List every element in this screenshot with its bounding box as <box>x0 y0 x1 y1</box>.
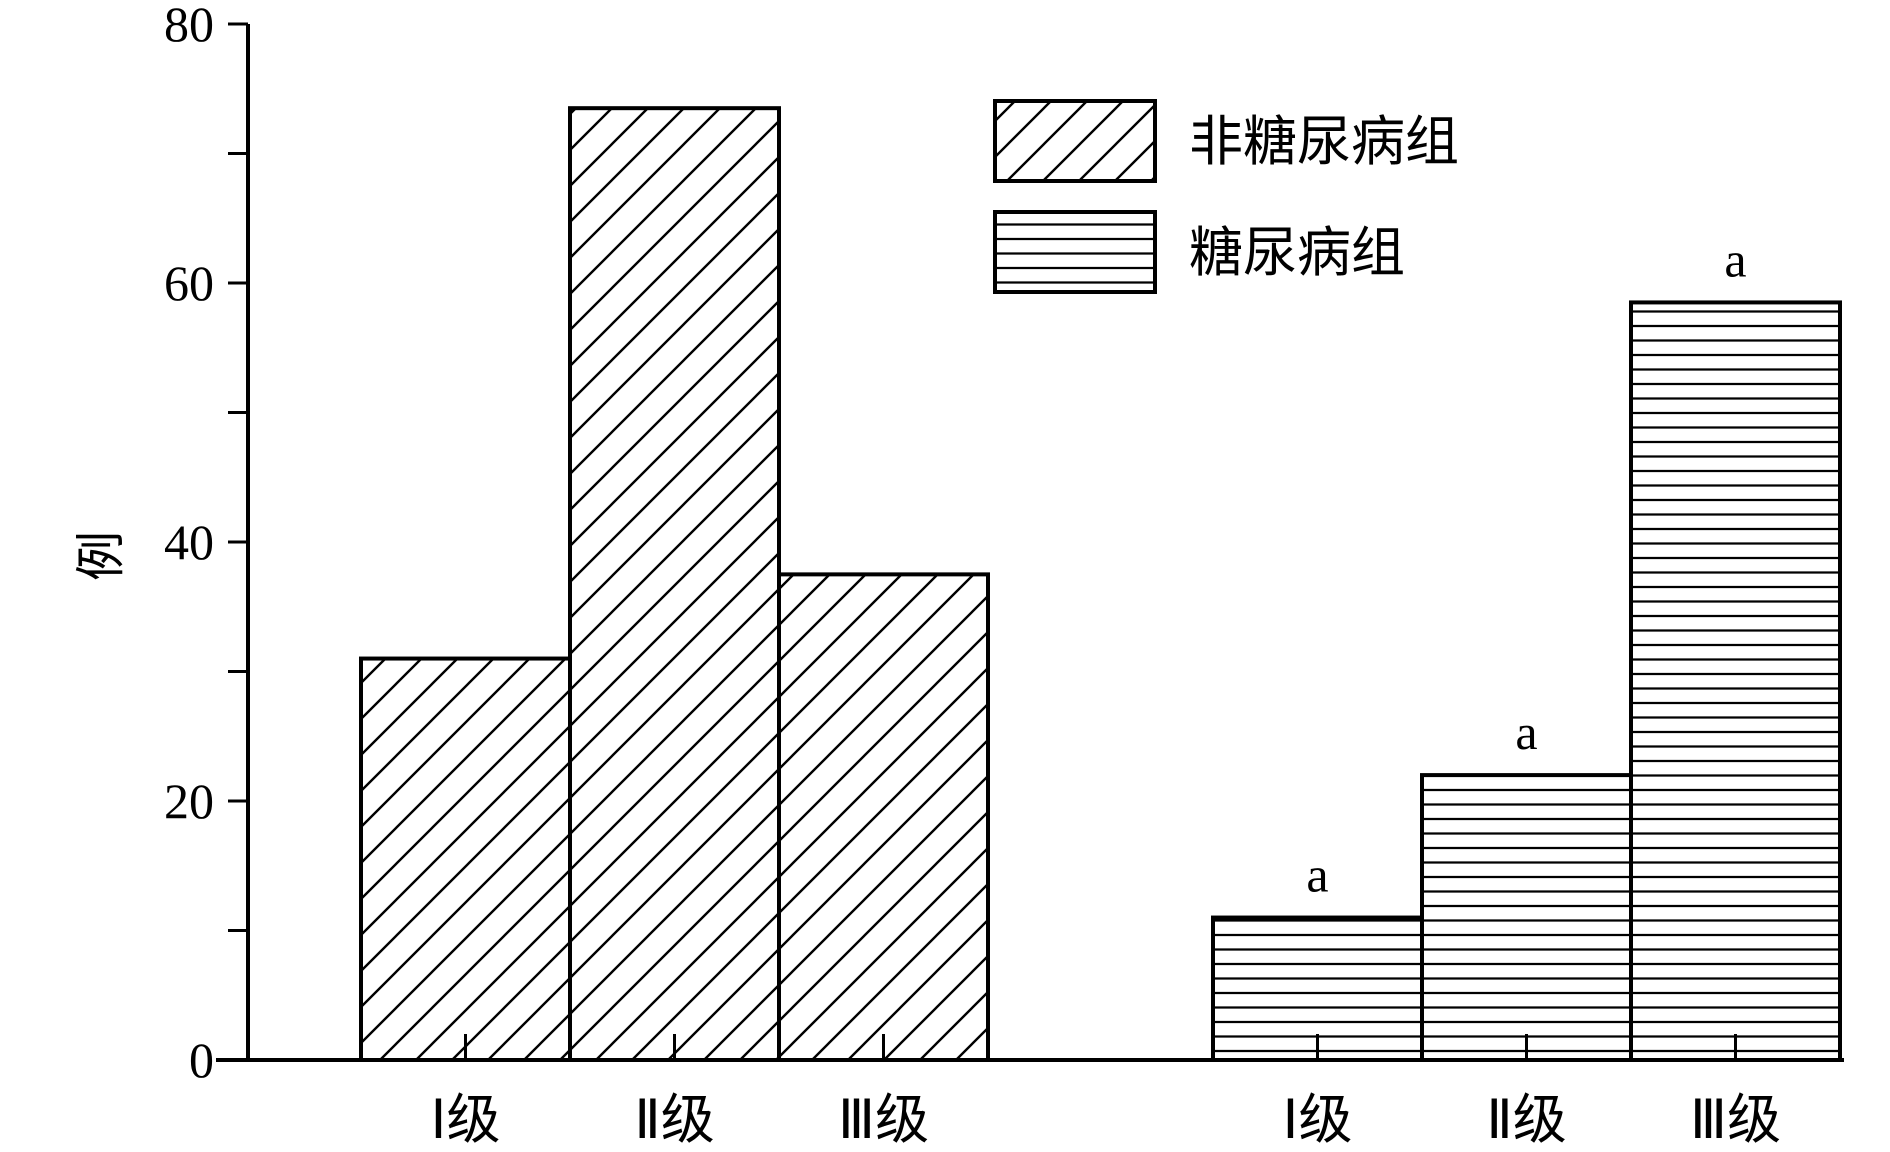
legend-label: 非糖尿病组 <box>1189 112 1459 172</box>
y-tick-label: 60 <box>164 255 214 311</box>
y-tick-label: 0 <box>189 1032 214 1088</box>
y-tick-label: 80 <box>164 0 214 52</box>
x-tick-label: Ⅰ级 <box>1283 1090 1353 1150</box>
bar <box>777 572 990 1062</box>
legend-label: 糖尿病组 <box>1189 223 1405 283</box>
data-annotation: a <box>1306 847 1328 903</box>
bar <box>1420 773 1633 1062</box>
y-tick-label: 40 <box>164 514 214 570</box>
x-tick-label: Ⅱ级 <box>1486 1090 1567 1150</box>
data-annotation: a <box>1515 704 1537 760</box>
x-tick-label: Ⅰ级 <box>431 1090 501 1150</box>
bar <box>359 656 572 1062</box>
legend-swatch <box>993 99 1157 183</box>
y-ticks: 0 20 40 60 80 <box>164 0 248 1088</box>
y-axis-label: 例 <box>73 531 129 581</box>
bar <box>568 106 781 1063</box>
x-tick-label: Ⅲ级 <box>1690 1090 1781 1150</box>
x-tick-label: Ⅱ级 <box>634 1090 715 1150</box>
x-tick-label: Ⅲ级 <box>838 1090 929 1150</box>
y-tick-label: 20 <box>164 773 214 829</box>
data-annotation: a <box>1724 231 1746 287</box>
legend-swatch <box>993 210 1157 294</box>
bar <box>1629 300 1842 1062</box>
